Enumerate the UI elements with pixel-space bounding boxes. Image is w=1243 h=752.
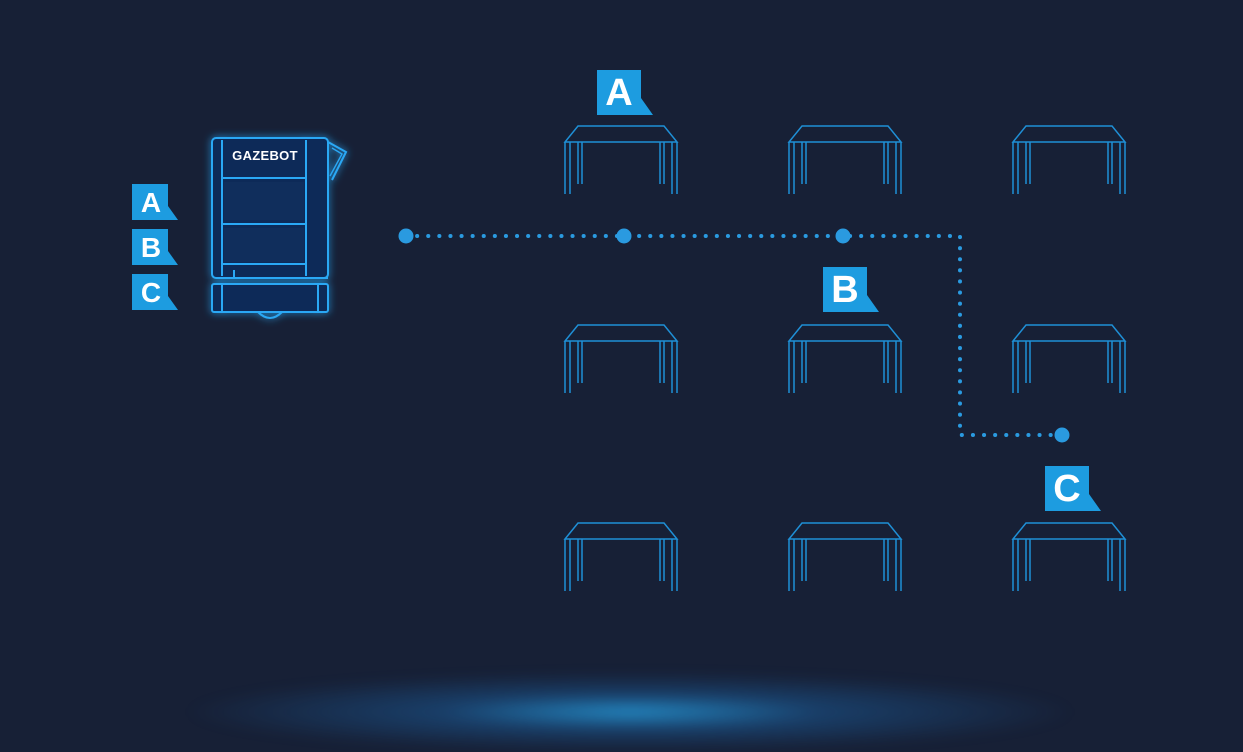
flag-tag-icon: [823, 267, 879, 312]
flag-tag-icon: [132, 184, 178, 220]
robot-brand-label: GAZEBOT: [232, 148, 298, 163]
route-stop-b: [835, 228, 851, 244]
destination-tag-a: A: [597, 70, 655, 116]
queue-tag-c: C: [132, 274, 180, 320]
route-stop-a: [616, 228, 632, 244]
route-path: [404, 234, 1064, 437]
table-icon: [563, 324, 679, 393]
table-icon: [787, 324, 903, 393]
flag-tag-icon: [597, 70, 653, 115]
destination-tag-letter: B: [831, 269, 859, 311]
route-start-point: [398, 228, 414, 244]
destination-tag-letter: A: [605, 72, 633, 114]
table-icon: [1011, 324, 1127, 393]
queue-tag-letter: A: [140, 187, 162, 218]
delivery-robot-icon: [211, 137, 348, 319]
table-icon: [1011, 522, 1127, 591]
table-icon: [563, 125, 679, 194]
table-icon: [1011, 125, 1127, 194]
flag-tag-icon: [132, 274, 178, 310]
queue-tag-letter: B: [140, 232, 162, 263]
table-icon: [563, 522, 679, 591]
delivery-route: [398, 228, 1070, 443]
flag-tag-icon: [132, 229, 178, 265]
table-icon: [787, 522, 903, 591]
queue-tag-a: A: [132, 184, 180, 230]
queue-tag-b: B: [132, 229, 180, 275]
destination-tag-letter: C: [1053, 468, 1081, 510]
flag-tag-icon: [1045, 466, 1101, 511]
route-stop-c: [1054, 427, 1070, 443]
destination-tag-b: B: [823, 267, 881, 313]
table-icon: [787, 125, 903, 194]
queue-tag-letter: C: [140, 277, 162, 308]
destination-tag-c: C: [1045, 466, 1103, 512]
